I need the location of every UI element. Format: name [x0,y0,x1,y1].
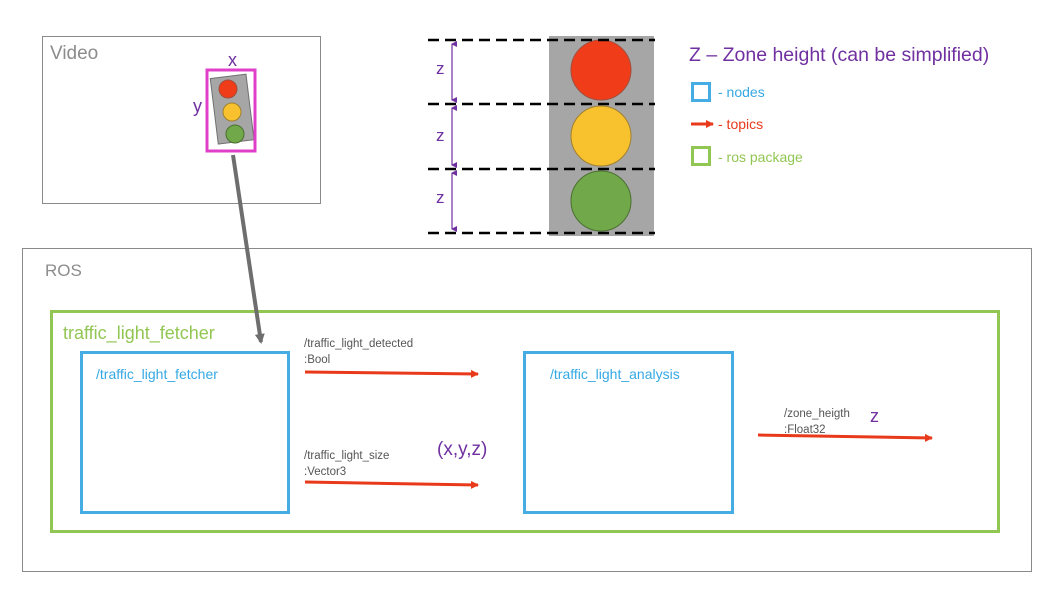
large-yellow-light [570,105,632,167]
topic-detected-label: /traffic_light_detected :Bool [304,336,413,368]
ros-package-box [50,310,1000,533]
large-green-light [570,170,632,232]
video-to-ros-arrow [231,154,265,344]
topic-zone-type: :Float32 [784,424,826,436]
legend-package-swatch [691,146,711,166]
legend-topics-label: - topics [718,116,764,132]
topic-size-note: (x,y,z) [437,439,488,460]
zone-label-top: z [436,59,445,78]
topic-size-type: :Vector3 [304,466,347,478]
legend-title: Z – Zone height (can be simplified) [689,44,990,66]
ros-label: ROS [45,261,82,280]
topic-size-arrow [304,480,479,489]
topic-zone-arrow [757,433,933,442]
video-label: Video [50,43,99,64]
video-traffic-light [209,73,255,145]
topic-detected-name: /traffic_light_detected [304,338,414,350]
ros-frame [22,248,1032,572]
legend-node-swatch [691,82,711,102]
bbox-y-label: y [193,96,202,116]
topic-size-name: /traffic_light_size [304,450,390,462]
node-fetcher-label: /traffic_light_fetcher [96,366,218,382]
zone-label-middle: z [436,126,445,145]
mini-red-light [218,79,238,99]
node-analysis-label: /traffic_light_analysis [550,366,680,382]
large-traffic-light [549,36,654,236]
topic-zone-name: /zone_heigth [784,408,850,420]
node-traffic-light-analysis [523,351,734,514]
topic-zone-label: /zone_heigth :Float32 [784,406,850,438]
video-frame [42,36,321,204]
large-red-light [570,39,632,101]
zone-label-bottom: z [436,188,445,207]
mini-green-light [225,124,245,144]
node-traffic-light-fetcher [80,351,290,514]
topic-zone-note: z [870,406,879,426]
bounding-box [205,68,257,153]
ros-package-label: traffic_light_fetcher [63,323,215,343]
topic-size-label: /traffic_light_size :Vector3 [304,448,389,480]
bbox-x-label: x [228,50,237,70]
topic-detected-type: :Bool [304,354,331,366]
zone-dashed-lines [428,38,655,235]
legend-package-label: - ros package [718,149,803,165]
legend-nodes-label: - nodes [718,84,765,100]
topic-detected-arrow [304,369,479,378]
mini-yellow-light [222,102,242,122]
